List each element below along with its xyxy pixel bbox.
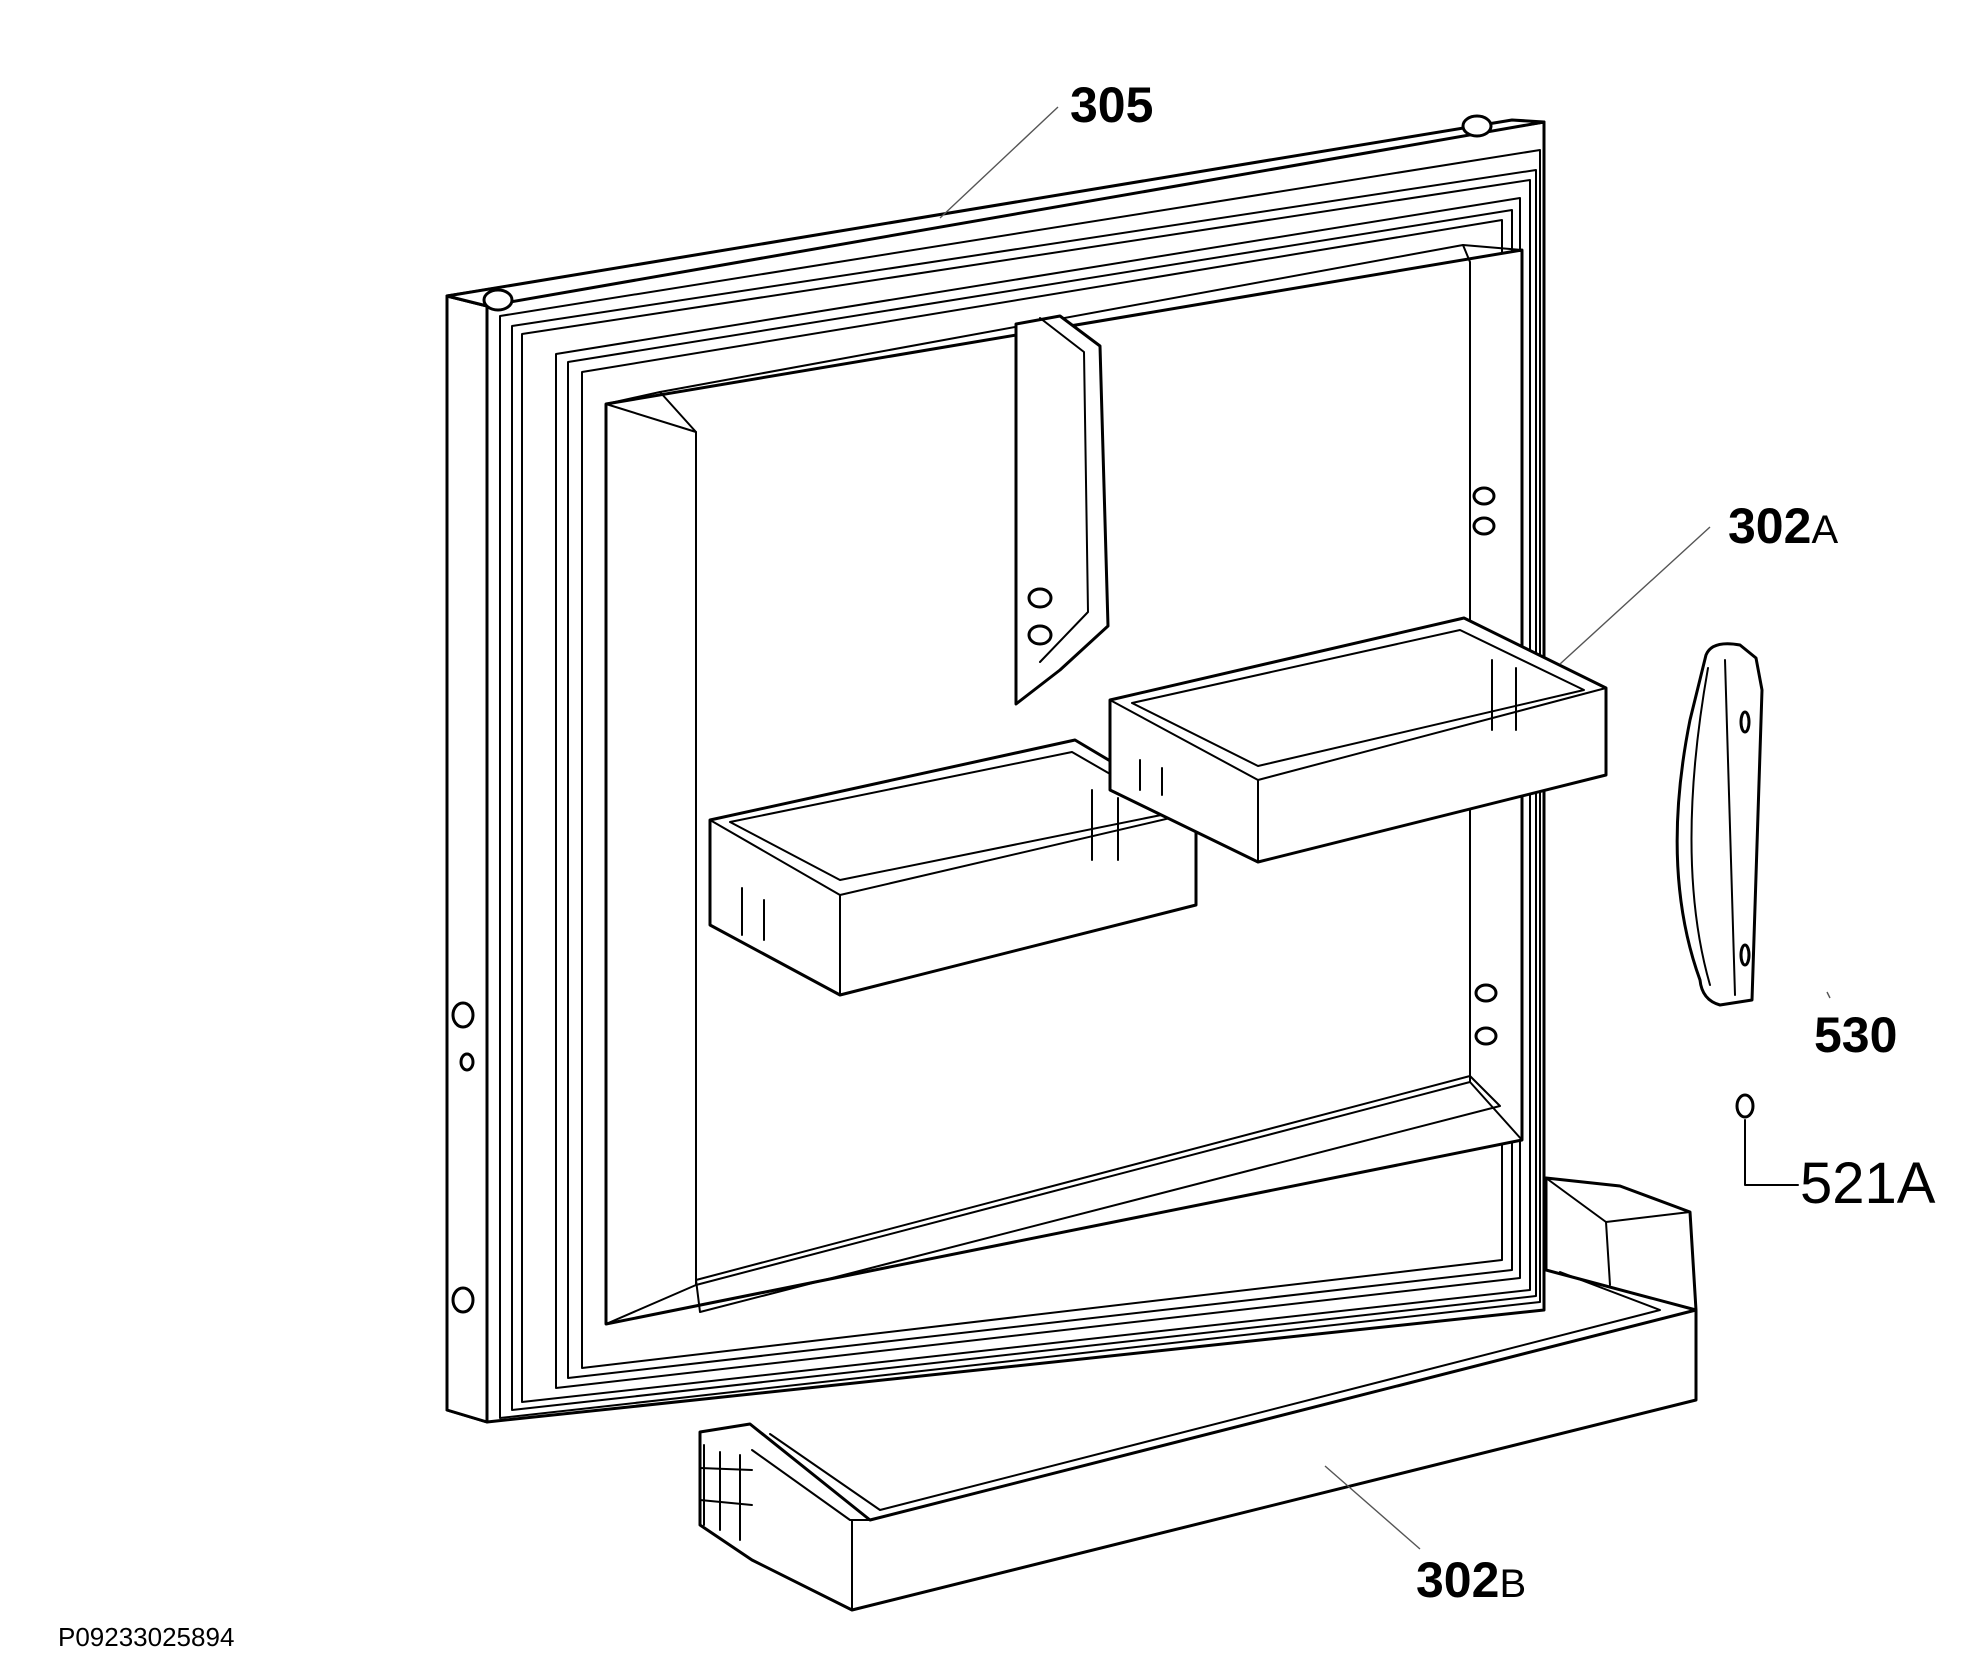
leader-305	[939, 106, 1059, 219]
label-302b-suffix: B	[1499, 1562, 1526, 1606]
shelf-302a-right	[1108, 616, 1608, 864]
cap-521a	[1735, 1093, 1799, 1186]
label-521a: 521A	[1800, 1151, 1936, 1216]
label-302a: 302A	[1728, 498, 1838, 554]
drawing-code: P09233025894	[58, 1622, 234, 1652]
label-302a-number: 302	[1728, 498, 1811, 554]
tray-302b	[698, 1176, 1698, 1612]
label-530: 530	[1814, 1007, 1897, 1063]
leader-530	[1826, 991, 1831, 999]
label-302b: 302B	[1416, 1552, 1526, 1608]
handle-530	[1675, 642, 1764, 1007]
leader-302b	[1324, 1465, 1421, 1550]
leader-302a	[1559, 526, 1711, 665]
label-302a-suffix: A	[1811, 508, 1838, 552]
label-305: 305	[1070, 77, 1153, 133]
leader-lines	[939, 106, 1831, 1550]
label-302b-number: 302	[1416, 1552, 1499, 1608]
